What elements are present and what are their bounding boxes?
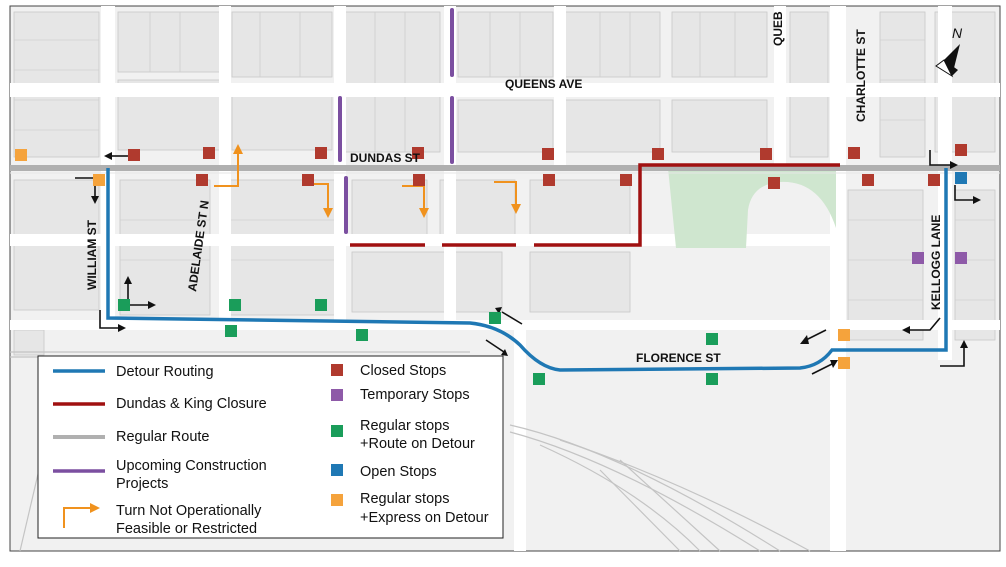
legend-express-stop-swatch <box>331 494 343 506</box>
temporary-stop <box>955 252 967 264</box>
street-label-kellogg: KELLOGG LANE <box>929 215 943 310</box>
closed-stop <box>543 174 555 186</box>
street-label-dundas: DUNDAS ST <box>350 151 421 165</box>
street-label-william: WILLIAM ST <box>85 219 99 290</box>
north-label: N <box>952 25 963 41</box>
regular-detour-stops <box>118 299 718 385</box>
legend-regular-route-label: Regular Route <box>116 429 210 445</box>
closed-stop <box>203 147 215 159</box>
temporary-stops <box>912 252 967 264</box>
closed-stop <box>652 148 664 160</box>
legend-temporary-stop-label: Temporary Stops <box>360 387 470 403</box>
regular-detour-stop <box>229 299 241 311</box>
legend-closure-label: Dundas & King Closure <box>116 396 267 412</box>
closed-stop <box>412 147 424 159</box>
construction-lines <box>338 8 454 234</box>
regular-detour-stop <box>356 329 368 341</box>
regular-detour-stop <box>118 299 130 311</box>
legend-open-stop-label: Open Stops <box>360 464 437 480</box>
express-detour-stop <box>838 329 850 341</box>
legend-construction-label-1: Upcoming Construction <box>116 458 267 474</box>
closed-stop <box>302 174 314 186</box>
park-area <box>668 168 836 248</box>
legend-regular-detour-label-2: +Route on Detour <box>360 436 475 452</box>
legend-turn-label-2: Feasible or Restricted <box>116 521 257 537</box>
open-stops <box>955 172 967 184</box>
legend-express-label-2: +Express on Detour <box>360 510 489 526</box>
closed-stop <box>620 174 632 186</box>
express-detour-stop <box>838 357 850 369</box>
closed-stop <box>128 149 140 161</box>
express-detour-stops <box>15 149 850 369</box>
express-detour-stop <box>15 149 27 161</box>
closed-stops <box>128 144 967 189</box>
open-stop <box>955 172 967 184</box>
legend-regular-detour-stop-swatch <box>331 425 343 437</box>
temporary-stop <box>912 252 924 264</box>
legend: Detour Routing Dundas & King Closure Reg… <box>37 355 504 539</box>
closed-stop <box>315 147 327 159</box>
closed-stop <box>413 174 425 186</box>
regular-detour-stop <box>225 325 237 337</box>
building-detail-lines <box>14 12 995 301</box>
detour-turn-arrowheads <box>91 152 981 368</box>
legend-closed-stop-label: Closed Stops <box>360 363 446 379</box>
legend-closed-stop-swatch <box>331 364 343 376</box>
closed-stop <box>928 174 940 186</box>
legend-open-stop-swatch <box>331 464 343 476</box>
closure-lines <box>350 163 840 247</box>
legend-express-label-1: Regular stops <box>360 491 449 507</box>
closed-stop <box>862 174 874 186</box>
regular-detour-stop <box>315 299 327 311</box>
legend-box <box>37 355 504 539</box>
express-detour-stop <box>93 174 105 186</box>
street-label-quebec: QUEB <box>771 11 785 46</box>
legend-turn-label-1: Turn Not Operationally <box>116 503 262 519</box>
closed-stop <box>760 148 772 160</box>
street-label-florence: FLORENCE ST <box>636 351 721 365</box>
closed-stop <box>542 148 554 160</box>
street-label-charlotte: CHARLOTTE ST <box>854 29 868 122</box>
legend-detour-label: Detour Routing <box>116 364 214 380</box>
regular-detour-stop <box>533 373 545 385</box>
closed-stop <box>848 147 860 159</box>
closed-stop <box>768 177 780 189</box>
legend-construction-label-2: Projects <box>116 476 168 492</box>
closed-stop <box>955 144 967 156</box>
street-label-queens: QUEENS AVE <box>505 77 582 91</box>
legend-temporary-stop-swatch <box>331 389 343 401</box>
regular-detour-stop <box>706 333 718 345</box>
building-blocks <box>13 11 996 356</box>
regular-detour-stop <box>706 373 718 385</box>
detour-route-line <box>106 168 948 372</box>
legend-turn-swatch <box>63 503 100 528</box>
north-arrow-icon: N <box>935 25 963 78</box>
restricted-turn-arrowheads <box>233 144 521 218</box>
regular-detour-stop <box>489 312 501 324</box>
legend-regular-detour-label-1: Regular stops <box>360 418 449 434</box>
closed-stop <box>196 174 208 186</box>
